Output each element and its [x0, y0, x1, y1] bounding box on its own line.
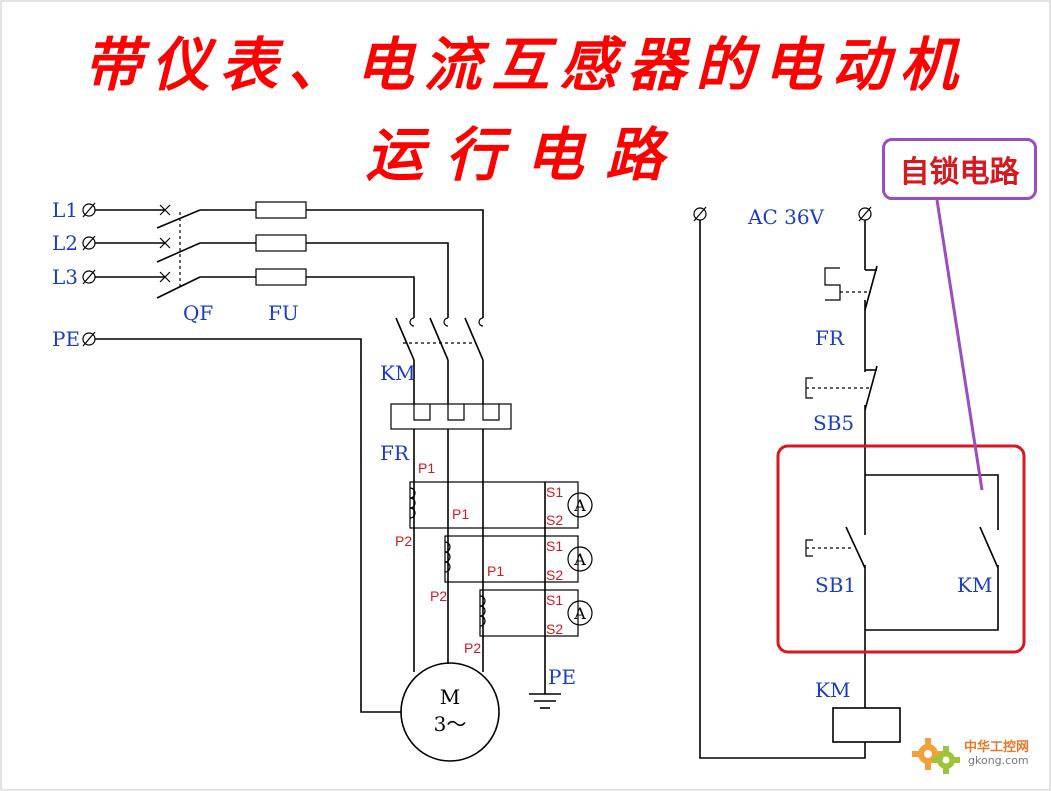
- wire-pe: [95, 338, 402, 713]
- watermark-text-url: gkong.com: [968, 754, 1029, 767]
- ct1-s1-label: S1: [546, 484, 563, 500]
- terminal-l2-icon: [82, 235, 96, 251]
- ground-symbol: [529, 693, 561, 709]
- watermark-logo: 中华工控网 gkong.com: [912, 732, 1042, 778]
- fr-nc-contact: [824, 265, 878, 372]
- terminal-label-l2: L2: [52, 231, 78, 255]
- ct3-s1-label: S1: [546, 592, 563, 608]
- start-button-sb1-symbol: [805, 526, 866, 569]
- svg-text:A: A: [573, 604, 586, 623]
- ct3-p1-label: P1: [487, 563, 504, 579]
- ct2-p1-label: P1: [452, 506, 469, 522]
- km-coil-symbol: [832, 707, 901, 743]
- title-line-1: 带仪表、电流互感器的电动机: [83, 31, 968, 99]
- breaker-label: QF: [183, 301, 213, 325]
- motor-symbol: M 3～: [400, 662, 500, 762]
- stop-button-label: SB5: [813, 411, 854, 435]
- terminal-label-l3: L3: [52, 265, 78, 289]
- ct2-s1-label: S1: [546, 538, 563, 554]
- ct2-p2-label: P2: [430, 588, 447, 604]
- stop-button-sb5-symbol: [805, 365, 878, 411]
- control-return-wire: [699, 220, 866, 759]
- self-lock-highlight-box: [776, 444, 1026, 654]
- ammeter-1-icon: A: [567, 492, 593, 518]
- aux-contact-label: KM: [957, 573, 992, 597]
- thermal-relay-label: FR: [380, 441, 410, 465]
- ct3-s2-label: S2: [546, 621, 563, 637]
- terminal-label-l1: L1: [52, 198, 78, 222]
- ground-label: PE: [548, 665, 576, 689]
- svg-text:A: A: [573, 496, 586, 515]
- gear-icon: [912, 738, 960, 774]
- current-transformer-3: [479, 589, 579, 637]
- self-lock-callout: 自锁电路: [882, 138, 1037, 200]
- fuse-label: FU: [268, 301, 299, 325]
- ammeter-3-icon: A: [567, 600, 593, 626]
- contactor-label: KM: [380, 361, 415, 385]
- callout-pointer: [935, 199, 984, 491]
- ct2-s2-label: S2: [546, 567, 563, 583]
- coil-label: KM: [815, 678, 850, 702]
- current-transformer-2: [444, 535, 579, 583]
- svg-text:A: A: [573, 550, 586, 569]
- svg-text:3～: 3～: [434, 712, 467, 736]
- control-terminal-left-icon: [693, 206, 707, 222]
- terminal-label-pe: PE: [52, 327, 80, 351]
- terminal-pe-icon: [82, 331, 96, 347]
- terminal-l1-icon: [82, 202, 96, 218]
- contactor-km-main-contacts: [395, 317, 484, 361]
- breaker-x-marks: [159, 204, 171, 283]
- current-transformer-1: [409, 481, 579, 529]
- ct1-p1-label: P1: [418, 460, 435, 476]
- start-button-label: SB1: [815, 573, 856, 597]
- control-terminal-right-icon: [858, 206, 872, 222]
- ct1-p2-label: P2: [395, 533, 412, 549]
- watermark-text-cn: 中华工控网: [964, 740, 1030, 755]
- breaker-qf-symbol: [156, 209, 201, 299]
- supply-label: AC 36V: [747, 205, 825, 229]
- fuse-fu-symbol: [255, 201, 307, 286]
- ct1-s2-label: S2: [546, 512, 563, 528]
- fr-contact-label: FR: [815, 326, 845, 350]
- svg-text:M: M: [440, 685, 460, 709]
- km-aux-contact-symbol: [979, 526, 999, 569]
- ammeter-2-icon: A: [567, 546, 593, 572]
- terminal-l3-icon: [82, 269, 96, 285]
- ct3-p2-label: P2: [464, 640, 481, 656]
- thermal-relay-fr-symbol: [390, 403, 512, 430]
- title-line-2: 运行电路: [365, 121, 686, 189]
